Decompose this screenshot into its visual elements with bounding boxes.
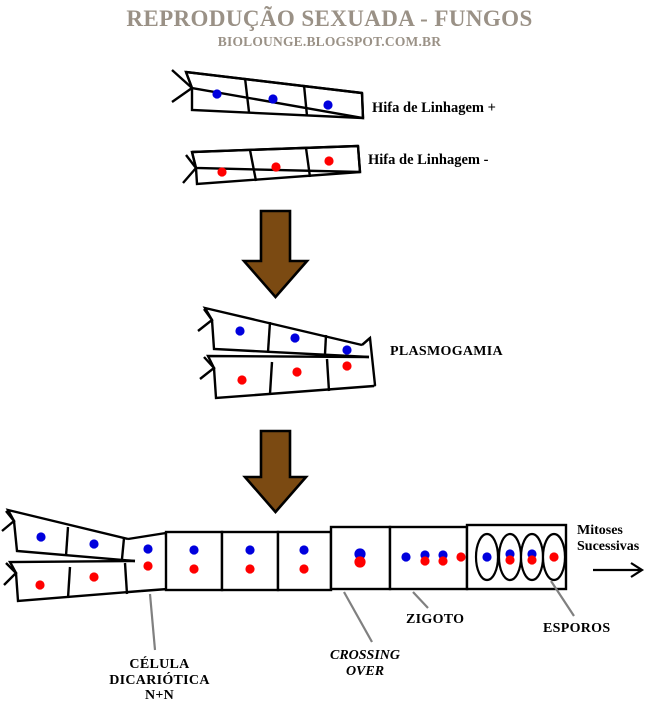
label-mitoses-sucessivas: Mitoses Sucessivas xyxy=(577,523,640,554)
chain-upper-body xyxy=(12,520,136,563)
chain-upper-stub xyxy=(1,510,16,532)
nucleus-red xyxy=(342,361,352,371)
nucleus-blue xyxy=(245,545,255,555)
arrow-down-plasmogamia xyxy=(241,209,310,299)
dikaryotic-chain xyxy=(1,508,568,603)
arrow-down-cariogamia xyxy=(242,429,309,514)
nucleus-red xyxy=(505,555,515,565)
plasmogamia-upper-stub xyxy=(197,308,214,332)
zygote-nucleus-red xyxy=(354,556,366,568)
leader-celula-dicariotica xyxy=(148,593,157,651)
arrow-down-cariogamia-shape xyxy=(242,429,309,514)
nucleus-blue xyxy=(342,345,352,355)
label-hifa-linhagem-negativa: Hifa de Linhagem - xyxy=(368,152,489,168)
dikaryotic-cell xyxy=(220,530,280,592)
nucleus-blue xyxy=(36,532,46,542)
page-title: REPRODUÇÃO SEXUADA - FUNGOS xyxy=(126,6,533,31)
nucleus-blue xyxy=(189,545,199,555)
plasmogamia-lower-body xyxy=(212,367,375,400)
nucleus-blue xyxy=(212,89,222,99)
label-crossing-over: CROSSING OVER xyxy=(329,648,401,679)
plasmogamia-group xyxy=(197,306,377,400)
hypha-negative-septum-2 xyxy=(304,147,312,178)
nucleus-red xyxy=(527,555,537,565)
plasmogamia-lower-septum-1 xyxy=(268,361,274,395)
hypha-negative xyxy=(182,144,362,186)
nucleus-red xyxy=(189,564,199,574)
label-zigoto: ZIGOTO xyxy=(406,612,465,627)
nucleus-red xyxy=(456,552,466,562)
arrow-down-plasmogamia-shape xyxy=(241,209,310,299)
leader-crossing-over xyxy=(343,591,373,643)
leader-zigoto xyxy=(412,591,429,609)
nucleus-blue xyxy=(89,539,99,549)
nucleus-red xyxy=(217,167,227,177)
nucleus-red xyxy=(245,564,255,574)
nucleus-red xyxy=(143,561,153,571)
chain-lower-body xyxy=(14,572,142,603)
label-celula-dicariotica: CÉLULA DICARIÓTICA N+N xyxy=(109,657,210,704)
nucleus-blue xyxy=(323,100,333,110)
nucleus-blue xyxy=(401,552,411,562)
nucleus-blue xyxy=(482,552,492,562)
nucleus-blue xyxy=(290,333,300,343)
nucleus-red xyxy=(324,156,334,166)
dikaryotic-cell xyxy=(276,530,333,592)
hypha-positive-septum-1 xyxy=(243,77,251,113)
hypha-negative-septum-1 xyxy=(248,149,258,182)
hypha-positive xyxy=(171,69,365,120)
nucleus-red xyxy=(549,552,559,562)
leader-esporos xyxy=(550,580,575,617)
nucleus-blue xyxy=(143,544,153,554)
nucleus-red xyxy=(420,556,430,566)
plasmogamia-upper-septum-1 xyxy=(266,321,272,353)
hypha-positive-septum-2 xyxy=(302,84,309,117)
plasmogamia-upper-body xyxy=(210,319,370,359)
page-subtitle: BIOLOUNGE.BLOGSPOT.COM.BR xyxy=(217,34,442,49)
nucleus-blue xyxy=(268,94,278,104)
dikaryotic-cell xyxy=(164,530,224,592)
nucleus-red xyxy=(299,564,309,574)
plasmogamia-lower-stub xyxy=(199,356,216,380)
plasmogamia-lower-septum-2 xyxy=(325,358,331,392)
plasmogamia-fused-cell xyxy=(361,335,377,387)
arrow-right-mitoses-head xyxy=(630,562,645,578)
nucleus-red xyxy=(438,556,448,566)
chain-lower-septum-1 xyxy=(66,566,72,599)
chain-lower-septum-2 xyxy=(123,562,129,595)
plasmogamia-upper-septum-2 xyxy=(323,334,328,355)
chain-lower-stub xyxy=(3,562,18,586)
arrow-right-mitoses xyxy=(593,562,645,578)
nucleus-red xyxy=(237,375,247,385)
nucleus-red xyxy=(292,367,302,377)
chain-upper-septum-2 xyxy=(120,537,126,560)
label-plasmogamia: PLASMOGAMIA xyxy=(390,344,503,359)
nucleus-red xyxy=(35,580,45,590)
zygote-nucleus-blue xyxy=(354,548,366,560)
label-esporos: ESPOROS xyxy=(543,621,611,636)
chain-upper-septum-1 xyxy=(64,526,70,557)
label-hifa-linhagem-positiva: Hifa de Linhagem + xyxy=(372,100,496,116)
nucleus-blue xyxy=(235,326,245,336)
nucleus-blue xyxy=(299,545,309,555)
nucleus-red xyxy=(271,162,281,172)
nucleus-red xyxy=(89,572,99,582)
leader-lines xyxy=(148,580,575,651)
